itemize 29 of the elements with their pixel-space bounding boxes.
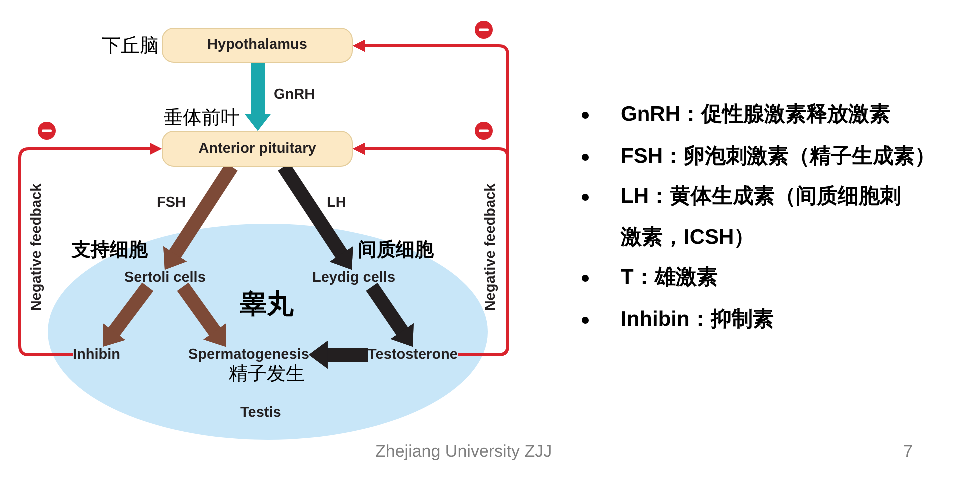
arrow — [366, 283, 414, 347]
list-item: Inhibin：抑制素 — [621, 307, 774, 333]
list-item: LH：黄体生成素（间质细胞刺激素，ICSH） — [621, 184, 902, 251]
arrow — [309, 341, 368, 369]
annotation: 间质细胞 — [358, 240, 434, 262]
edge-label: Negative feedback — [28, 183, 46, 311]
node-label: Testosterone — [368, 346, 458, 364]
annotation: 垂体前叶 — [164, 108, 240, 130]
footer-text: Zhejiang University ZJJ — [376, 442, 552, 462]
node-label: Testis — [240, 404, 282, 422]
list-item: T：雄激素 — [621, 265, 718, 291]
node-label: Leydig cells — [312, 270, 396, 287]
node-label: Hypothalamus — [208, 37, 308, 54]
node-label: Anterior pituitary — [198, 140, 316, 158]
node-label: Sertoli cells — [124, 270, 206, 287]
page-number: 7 — [904, 442, 913, 462]
arrow — [245, 63, 271, 131]
annotation: 下丘脑 — [102, 36, 159, 58]
edge-label: Negative feedback — [482, 183, 500, 311]
list-item: GnRH：促性腺激素释放激素 — [621, 102, 890, 128]
arrow — [177, 282, 226, 347]
node-label: Spermatogenesis — [188, 346, 310, 364]
arrow — [353, 40, 510, 356]
heading: 睾丸 — [240, 289, 294, 319]
annotation: 支持细胞 — [72, 240, 148, 262]
annotation: 精子发生 — [229, 364, 305, 386]
node-label: Inhibin — [73, 346, 121, 364]
list-item: FSH：卵泡刺激素（精子生成素） — [621, 144, 936, 170]
arrow — [18, 143, 162, 356]
